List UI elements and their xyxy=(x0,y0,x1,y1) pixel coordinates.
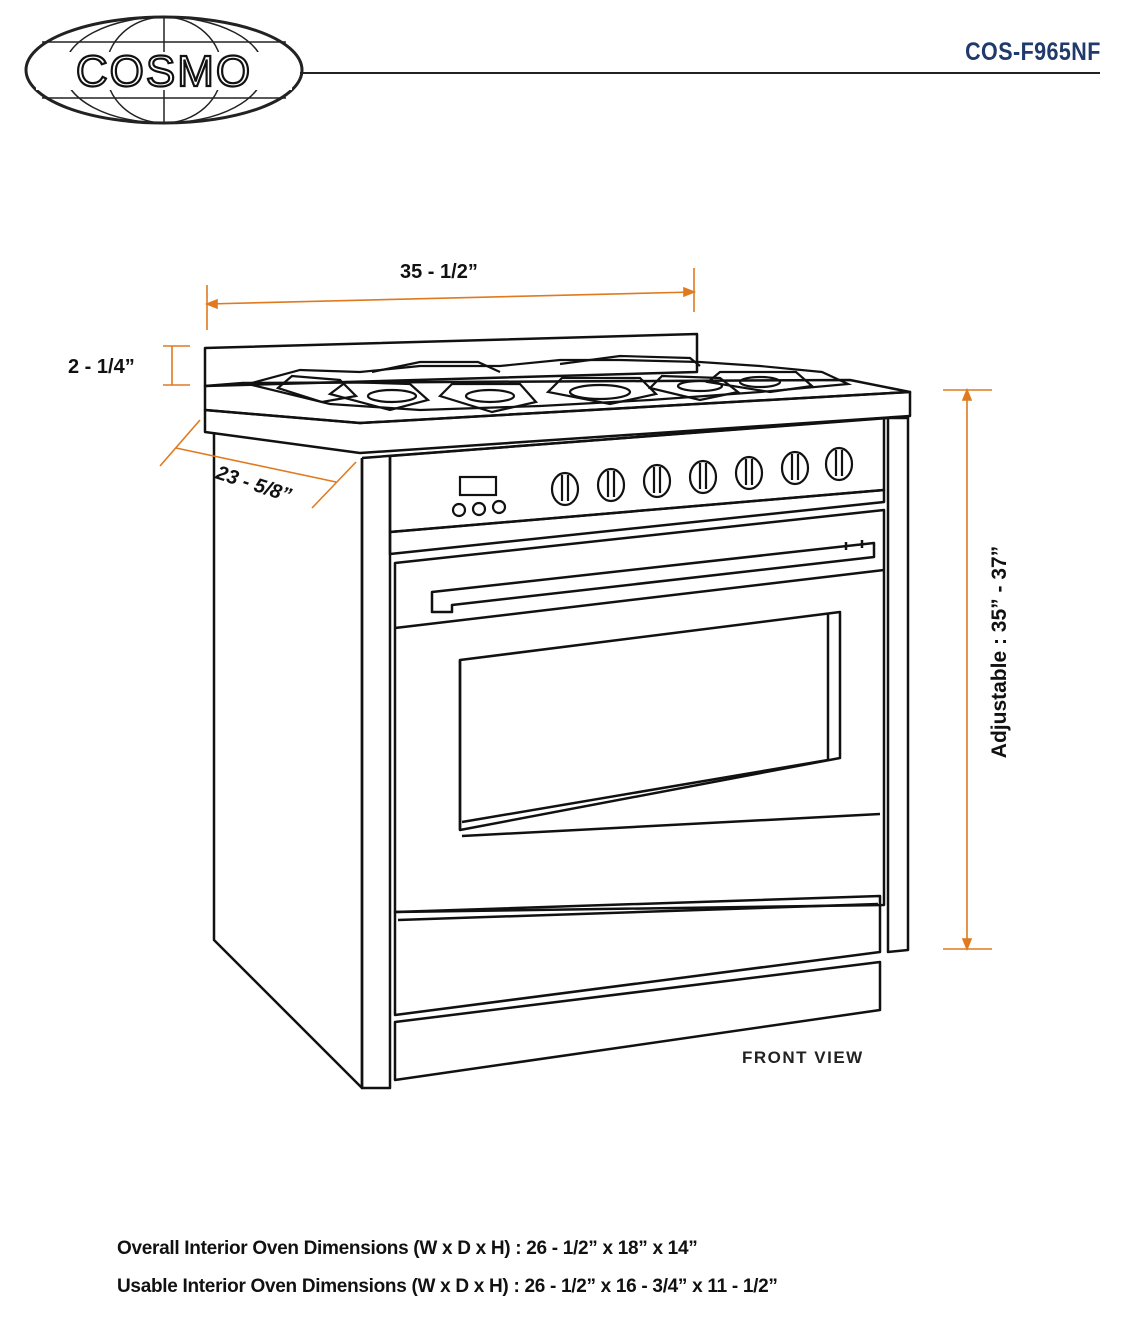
burner-grates xyxy=(247,354,853,414)
oven-door xyxy=(393,508,886,914)
logo-text: COSMO xyxy=(76,47,252,96)
burner-knob xyxy=(824,446,854,482)
burner-knob xyxy=(596,467,626,503)
backsplash xyxy=(203,332,699,388)
height-dimension: Adjustable : 35” - 37” xyxy=(988,545,1011,759)
front-frame xyxy=(361,416,910,954)
side-panel xyxy=(212,432,364,1090)
backsplash-dimension-line xyxy=(163,345,190,386)
height-dimension-line xyxy=(943,387,992,952)
width-dimension: 35 - 1/2” xyxy=(400,261,478,283)
width-dimension-line xyxy=(204,268,697,330)
overall-interior-dimensions: Overall Interior Oven Dimensions (W x D … xyxy=(117,1238,698,1259)
clock-display xyxy=(458,475,498,497)
oven-window xyxy=(458,610,842,832)
control-button xyxy=(491,499,507,515)
usable-interior-dimensions: Usable Interior Oven Dimensions (W x D x… xyxy=(117,1276,778,1297)
burner-knob xyxy=(734,455,764,491)
oven-handle xyxy=(430,541,876,614)
storage-drawer xyxy=(393,894,882,1017)
burner-knob xyxy=(780,450,810,486)
depth-dimension-line xyxy=(159,419,357,509)
header-divider xyxy=(300,72,1100,74)
control-button xyxy=(451,502,467,518)
cosmo-logo: COSMO xyxy=(24,15,304,125)
model-number: COS-F965NF xyxy=(965,38,1101,66)
view-label: FRONT VIEW xyxy=(742,1048,864,1067)
backsplash-height-dimension: 2 - 1/4” xyxy=(68,356,135,378)
burner-knob xyxy=(550,471,580,507)
burner-knob xyxy=(688,459,718,495)
burner-knob xyxy=(642,463,672,499)
control-button xyxy=(471,501,487,517)
